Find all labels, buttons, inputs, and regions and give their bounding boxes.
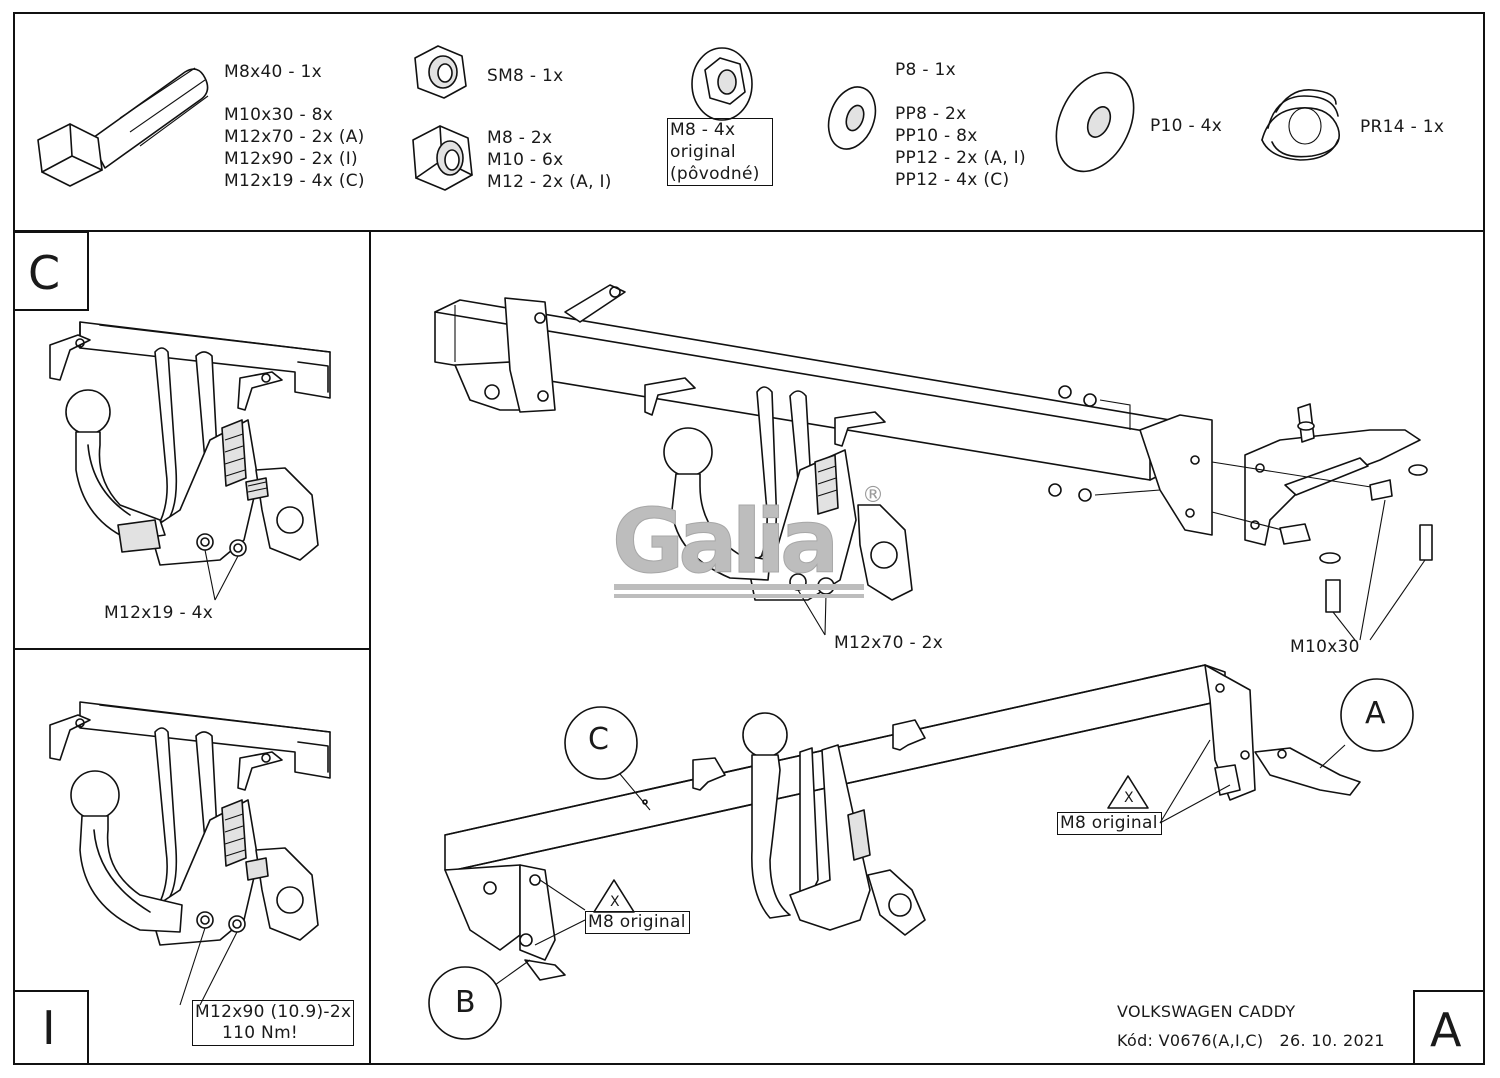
left-panels-divider xyxy=(13,648,370,650)
warning-triangle-icon xyxy=(593,879,635,913)
bolt-spec-3: M12x70 - 2x (A) xyxy=(224,127,365,147)
drawing-frame xyxy=(13,12,1485,1065)
nut-spec-2: M10 - 6x xyxy=(487,150,564,170)
left-column-divider xyxy=(369,231,371,1065)
m8-original-label-box-right xyxy=(1057,812,1162,835)
flange-nut-spec-1: M8 - 4x xyxy=(670,120,736,140)
bolt-icon xyxy=(37,67,209,187)
variant-letter: A xyxy=(1430,1003,1462,1057)
bolt-spec-1: M8x40 - 1x xyxy=(224,62,322,82)
self-lock-nut-spec: SM8 - 1x xyxy=(487,66,564,86)
self-lock-nut-icon xyxy=(414,45,467,99)
header-divider xyxy=(13,230,1485,232)
washer-spec-4: PP12 - 2x (A, I) xyxy=(895,148,1026,168)
m8-original-label-left: M8 original xyxy=(588,912,686,932)
bolt-spec-5: M12x19 - 4x (C) xyxy=(224,171,365,191)
variant-letter-box xyxy=(1413,990,1485,1065)
callout-b-letter: B xyxy=(455,985,476,1020)
large-washer-spec: P10 - 4x xyxy=(1150,116,1223,136)
small-washer-icon xyxy=(827,86,877,150)
nut-spec-3: M12 - 2x (A, I) xyxy=(487,172,612,192)
washer-spec-3: PP10 - 8x xyxy=(895,126,978,146)
washer-spec-2: PP8 - 2x xyxy=(895,104,967,124)
panel-c-bolt-label: M12x19 - 4x xyxy=(104,603,214,623)
warning-symbol-right: X xyxy=(1124,790,1134,806)
nut-spec-1: M8 - 2x xyxy=(487,128,553,148)
product-code: Kód: V0676(A,I,C) 26. 10. 2021 xyxy=(1117,1031,1385,1050)
flange-nut-spec-box xyxy=(667,118,773,186)
vehicle-title: VOLKSWAGEN CADDY xyxy=(1117,1002,1296,1021)
parts-icons xyxy=(37,45,1340,191)
spring-washer-icon xyxy=(1261,89,1340,161)
m8-original-label-box-left xyxy=(585,911,690,934)
callout-circle-c xyxy=(564,706,638,780)
callout-circle-b xyxy=(428,966,502,1040)
m8-original-label-right: M8 original xyxy=(1060,813,1158,833)
large-washer-icon xyxy=(1055,71,1135,173)
flange-nut-spec-3: (pôvodné) xyxy=(670,164,760,184)
panel-i-letter: I xyxy=(42,1001,56,1055)
panel-c-letter: C xyxy=(28,246,61,300)
panel-i-bolt-label-2: 110 Nm! xyxy=(222,1023,299,1043)
panel-i-letter-box xyxy=(13,990,89,1065)
logo-mark: Galia xyxy=(612,490,833,593)
panel-i-bolt-label-box xyxy=(192,1000,354,1046)
washer-spec-5: PP12 - 4x (C) xyxy=(895,170,1010,190)
registered-mark: ® xyxy=(862,483,884,508)
nut-icon xyxy=(412,125,473,191)
callout-a-letter: A xyxy=(1365,696,1386,731)
warning-triangle-icon xyxy=(1107,775,1149,809)
callout-circle-a xyxy=(1340,678,1414,752)
main-bolt-label-center: M12x70 - 2x xyxy=(834,633,944,653)
spring-washer-spec: PR14 - 1x xyxy=(1360,117,1445,137)
panel-i-bolt-label-1: M12x90 (10.9)-2x xyxy=(195,1002,352,1022)
panel-c-letter-box xyxy=(13,231,89,311)
callout-c-letter: C xyxy=(588,722,609,757)
flange-nut-spec-2: original xyxy=(670,142,736,162)
flange-nut-icon xyxy=(691,47,753,121)
bolt-spec-2: M10x30 - 8x xyxy=(224,105,334,125)
main-bolt-label-right: M10x30 xyxy=(1290,637,1360,657)
bolt-spec-4: M12x90 - 2x (I) xyxy=(224,149,358,169)
warning-symbol-left: X xyxy=(610,894,620,910)
washer-spec-1: P8 - 1x xyxy=(895,60,956,80)
